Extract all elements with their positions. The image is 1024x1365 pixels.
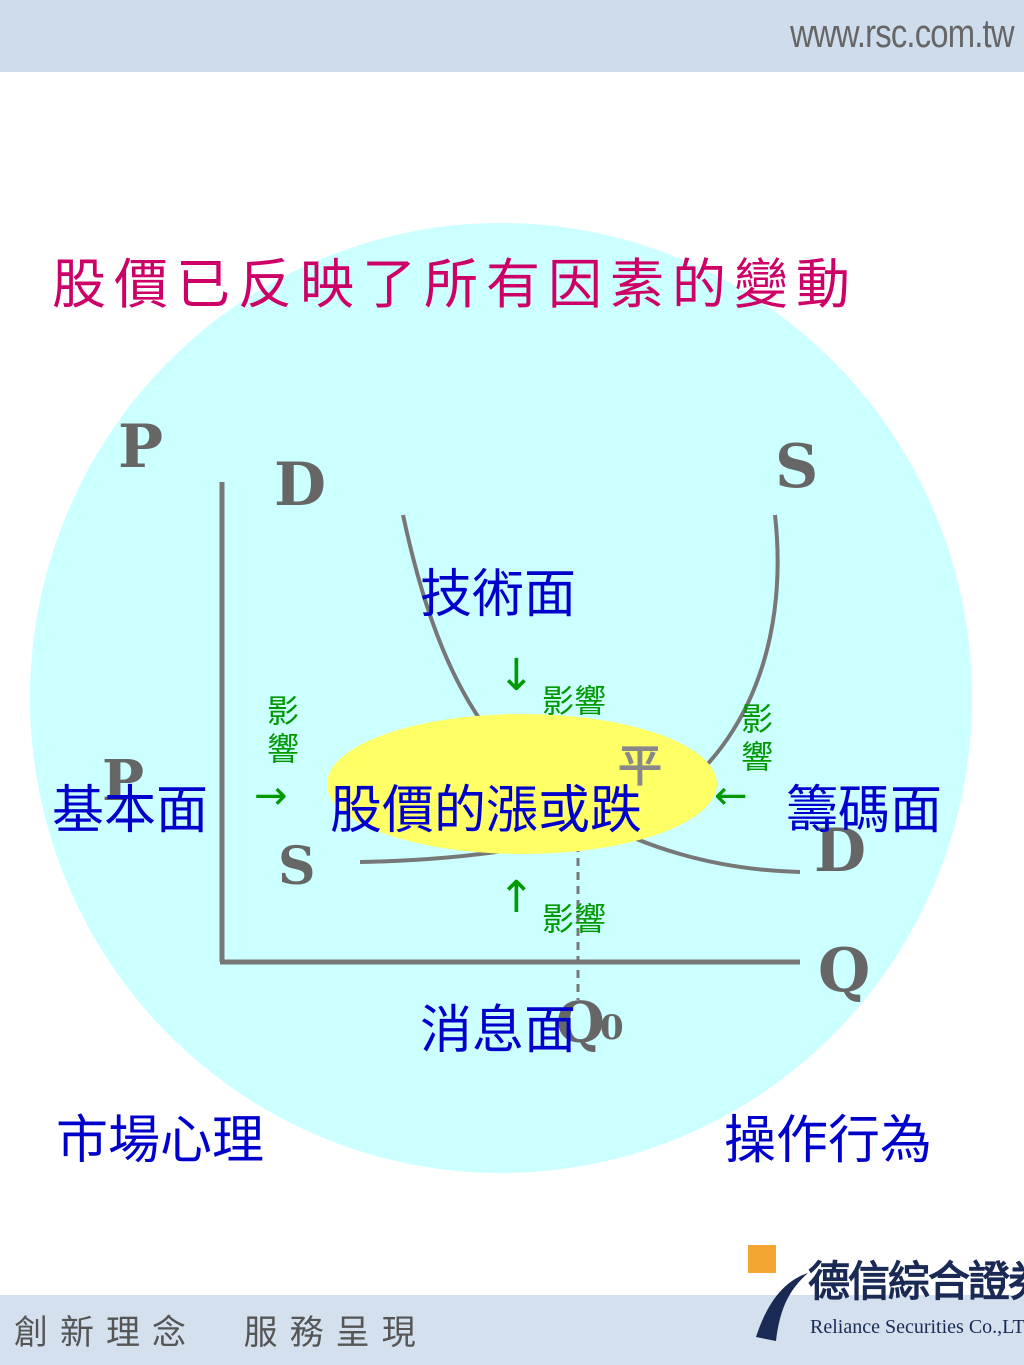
company-name: 德信綜合證券 [808,1257,1024,1306]
factor-market-psychology: 市場心理 [56,1111,265,1171]
header-bar [0,0,1024,72]
arrow-down-icon: ↓ [498,650,535,701]
equilibrium-quantity-label: Q [556,990,605,1056]
factor-chips: 籌碼面 [786,781,943,841]
factor-technical: 技術面 [420,565,577,625]
arrow-right-icon: → [254,773,288,819]
equilibrium-quantity-subscript: 0 [600,1008,624,1048]
footer-bar [0,1295,1024,1365]
website-url[interactable]: www.rsc.com.tw [790,12,1014,56]
slide-title: 股價已反映了所有因素的變動 [52,253,858,316]
center-label: 股價的漲或跌 [330,781,643,841]
factor-fundamental: 基本面 [52,781,209,841]
demand-label-top: D [274,450,327,520]
price-movement-highlight [327,714,717,854]
supply-label-top: S [775,432,819,502]
partially-hidden-glyph: 平 [618,741,662,792]
influence-right: 影響 [740,700,773,776]
demand-label-bottom: D [814,816,867,886]
influence-bottom: 影響 [542,900,607,938]
company-logo-icon [748,1245,808,1341]
arrow-up-icon: ↑ [498,872,535,923]
factor-trading-behavior: 操作行為 [724,1111,933,1171]
footer-slogan: 創新理念 服務呈現 [14,1313,428,1353]
influence-top: 影響 [542,682,607,720]
factor-news: 消息面 [420,1001,577,1061]
background-circle [30,223,972,1173]
x-axis-label: Q [818,936,871,1006]
y-axis-label: P [118,412,164,482]
company-name-english: Reliance Securities Co.,LTD. [810,1316,1024,1338]
arrow-left-icon: ← [714,773,748,819]
supply-label-bottom: S [278,836,316,897]
influence-left: 影響 [266,692,299,768]
price-label-left: P [102,748,145,814]
